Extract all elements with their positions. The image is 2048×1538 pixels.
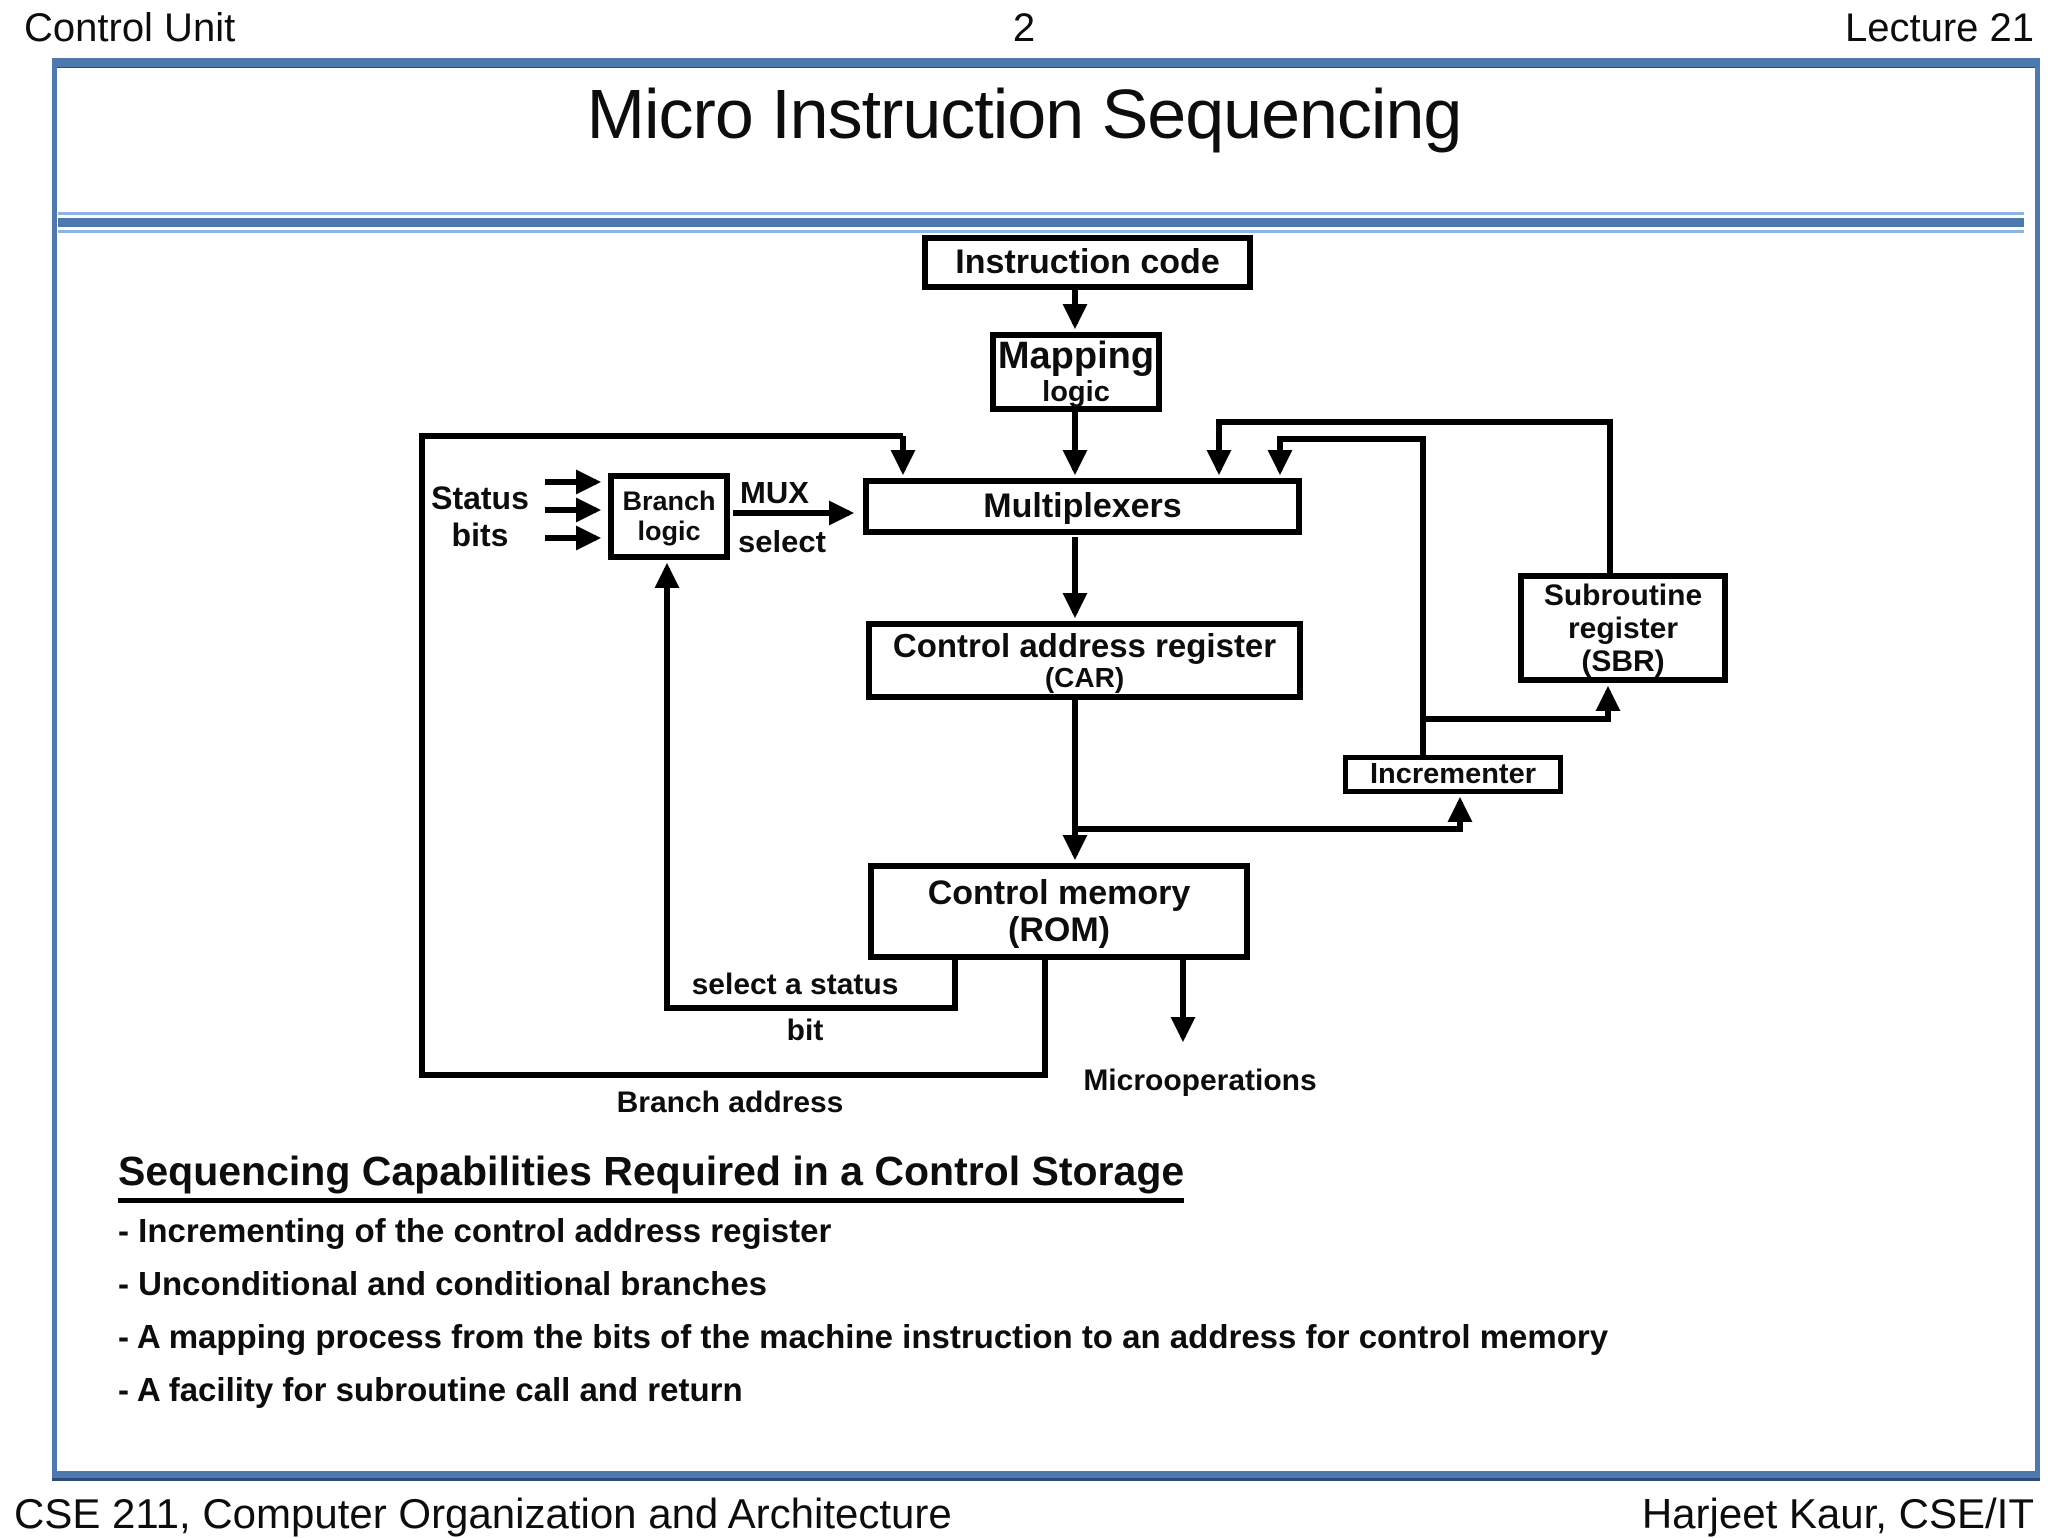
title-separator-top [58,212,2024,215]
bullet-item: - Incrementing of the control address re… [118,1212,832,1249]
multiplexers-box: Multiplexers [863,478,1302,535]
sbr-label-2: register [1567,611,1679,645]
branch-logic-label-1: Branch [622,486,716,517]
status-bits-label-2: bits [451,516,509,553]
incrementer-label: Incrementer [1369,757,1536,790]
bullet-list: - Incrementing of the control address re… [118,1212,1998,1424]
mapping-logic-label-1: Mapping [997,334,1155,377]
control-address-register-box: Control address register (CAR) [866,621,1303,700]
car-label-2: (CAR) [1044,662,1125,694]
select-status-label: select a status [691,968,899,1001]
footer-course: CSE 211, Computer Organization and Archi… [14,1490,952,1537]
mapping-logic-box: Mapping logic [990,332,1162,412]
title-separator-bottom [58,230,2024,233]
header-lecture-label: Lecture 21 [1844,6,2034,50]
branch-logic-box: Branch logic [608,473,730,560]
microoperations-label: Microoperations [1083,1064,1317,1097]
status-bits-label-1: Status [431,480,529,516]
mapping-logic-label-2: logic [1042,375,1110,408]
subroutine-register-box: Subroutine register (SBR) [1518,573,1728,683]
select-label: select [738,524,826,559]
bullet-item: - A facility for subroutine call and ret… [118,1371,743,1408]
title-separator-middle [58,218,2024,227]
branch-logic-label-2: logic [637,515,701,546]
sbr-label-1: Subroutine [1543,578,1703,612]
arrow-sbr-to-mux [1206,419,1613,573]
mux-label: MUX [740,475,809,510]
slide-title: Micro Instruction Sequencing [586,75,1463,153]
status-bits-label: Status bits [420,480,540,554]
arrow-incrementer-to-sbr [1423,685,1621,722]
incrementer-box: Incrementer [1343,755,1563,794]
footer-author: Harjeet Kaur, CSE/IT [1641,1490,2034,1537]
arrow-car-to-incrementer [1075,796,1473,832]
multiplexers-label: Multiplexers [983,487,1182,526]
sbr-label-3: (SBR) [1581,644,1665,678]
arrow-incrementer-to-mux [1267,436,1426,755]
bullet-item: - Unconditional and conditional branches [118,1265,768,1302]
control-memory-label: Control memory (ROM) [927,873,1191,949]
control-memory-box: Control memory (ROM) [868,863,1250,960]
header-course-label: Control Unit [24,6,236,50]
slide-frame [52,58,2040,1478]
bullet-item: - A mapping process from the bits of the… [118,1318,1609,1355]
arrow-select-status-bit [654,562,958,1011]
slide-number: 2 [1012,6,1036,50]
line-branch-address-loop [419,433,1048,1078]
section-heading: Sequencing Capabilities Required in a Co… [118,1148,1185,1203]
instruction-code-label: Instruction code [955,243,1220,282]
select-status-bit-label: bit [786,1014,824,1047]
instruction-code-box: Instruction code [922,235,1253,290]
branch-address-label: Branch address [616,1086,844,1119]
car-label-1: Control address register [892,626,1277,664]
